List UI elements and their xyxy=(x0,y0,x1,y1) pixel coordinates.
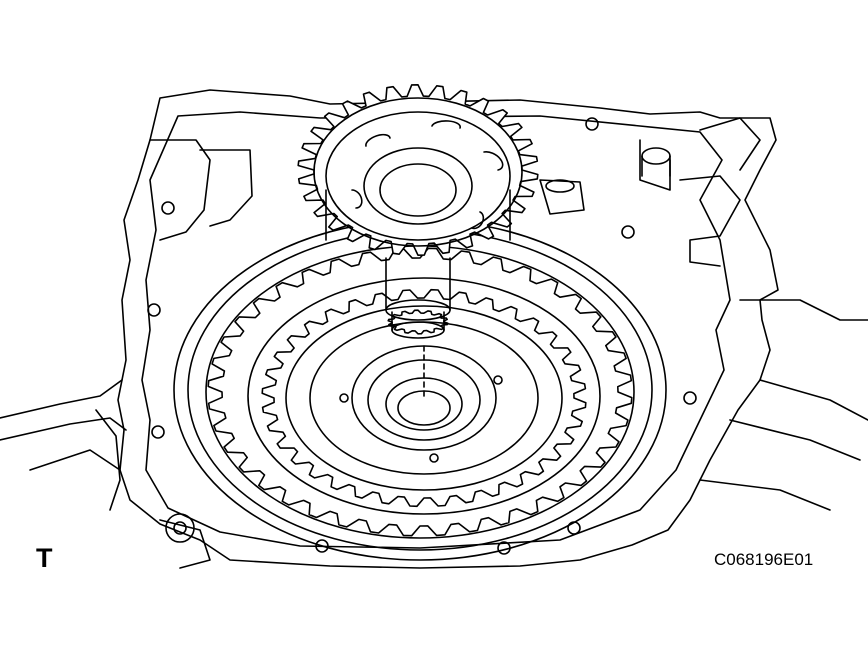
inner-teeth-outline xyxy=(261,288,587,508)
outer-ring-teeth xyxy=(207,247,633,537)
inner-ring-teeth xyxy=(261,288,587,508)
bolt-hole xyxy=(567,521,581,535)
hub xyxy=(351,345,497,451)
bolt-hole xyxy=(151,425,165,439)
gear-slot xyxy=(483,151,504,171)
plug xyxy=(641,147,671,165)
bolt-hole xyxy=(161,201,175,215)
bolt-hole xyxy=(585,117,599,131)
bolt-hole xyxy=(147,303,161,317)
bolt-hole xyxy=(165,513,195,543)
figure-code: C068196E01 xyxy=(714,550,814,569)
case-flange xyxy=(141,111,731,549)
outer-teeth-outline xyxy=(207,247,633,537)
gear-slot xyxy=(365,133,391,147)
bolt-hole xyxy=(315,539,329,553)
bolt-hole xyxy=(683,391,697,405)
corner-letter: T xyxy=(36,543,53,573)
gear-slot xyxy=(351,189,363,209)
upper-gear xyxy=(297,84,539,256)
gear-slot xyxy=(431,120,461,129)
pinion-teeth-outline xyxy=(387,309,449,335)
gear-slot xyxy=(471,211,485,230)
bolt-hole xyxy=(621,225,635,239)
inner-clutch-drum xyxy=(247,277,601,515)
pinion-teeth xyxy=(387,309,449,335)
shaft xyxy=(385,257,451,311)
